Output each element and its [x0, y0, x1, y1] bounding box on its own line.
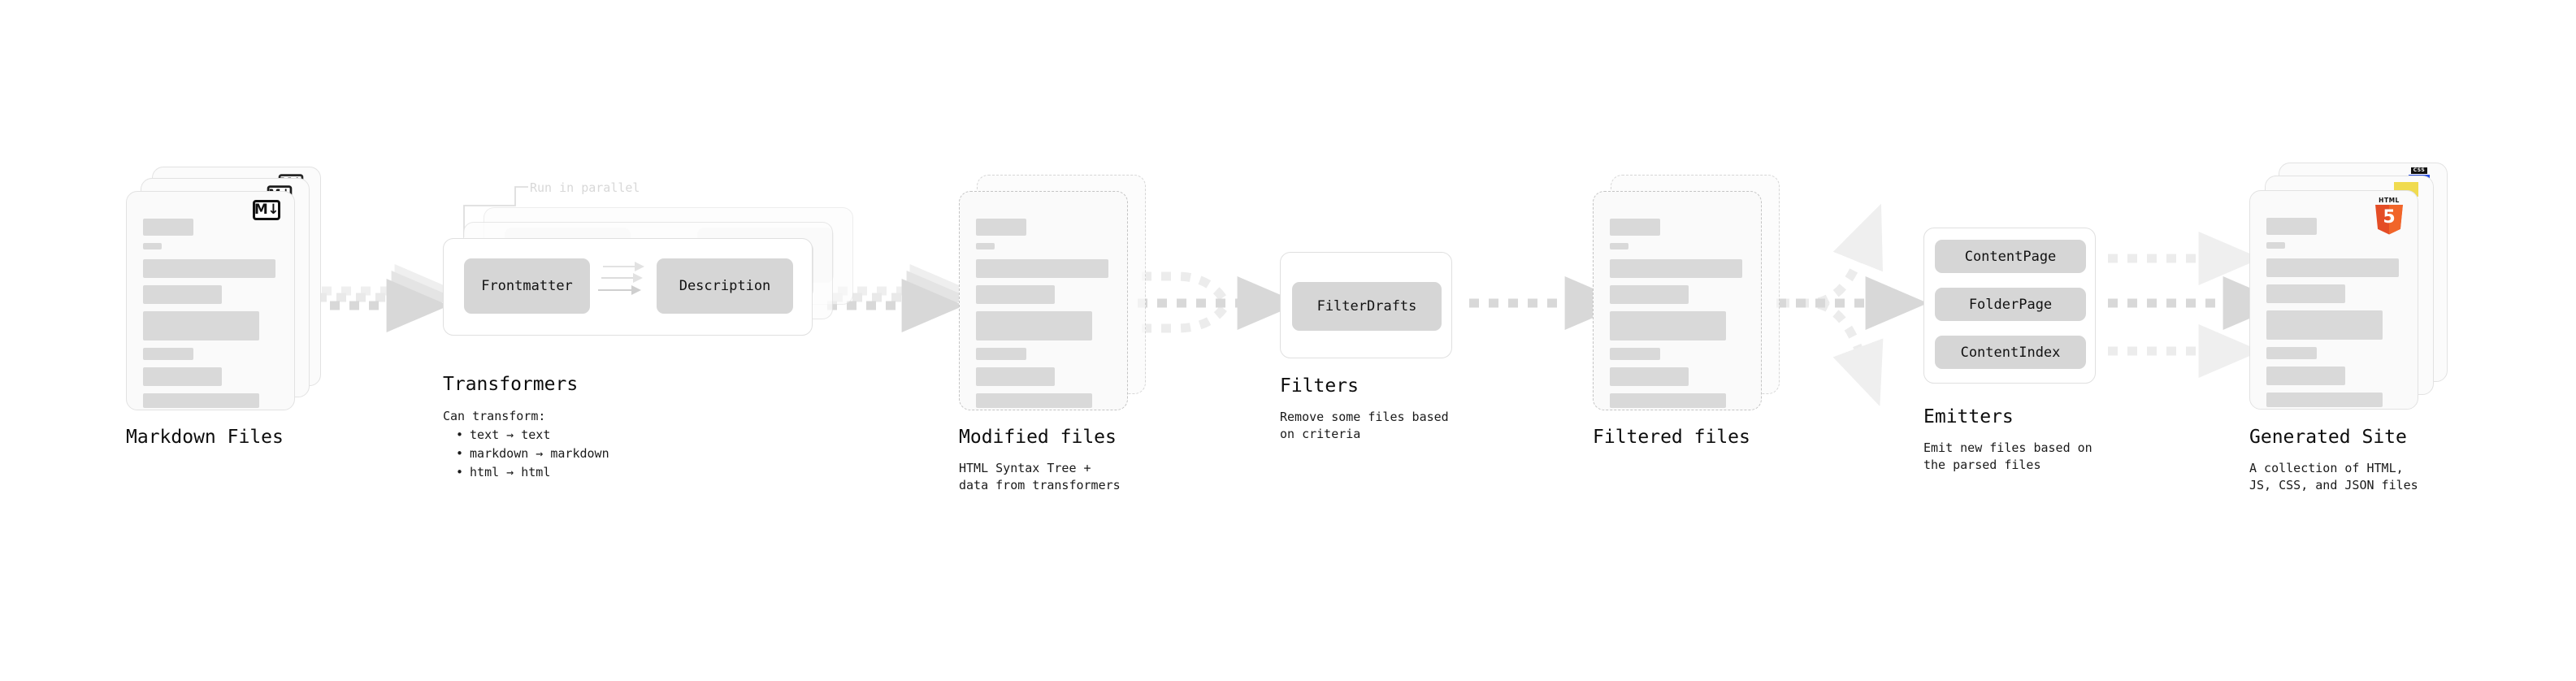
skeleton-block — [143, 259, 275, 278]
filters-description: Remove some files based on criteria — [1280, 409, 1449, 442]
skeleton-subtitle — [143, 243, 162, 249]
skeleton-block — [1610, 311, 1726, 340]
skeleton-block — [143, 285, 222, 304]
emitter-pill-contentindex[interactable]: ContentIndex — [1935, 336, 2086, 369]
skeleton-subtitle — [1610, 243, 1628, 249]
skeleton-block — [143, 311, 259, 340]
modified-sheet-front — [959, 191, 1128, 410]
generated-site-description: A collection of HTML, JS, CSS, and JSON … — [2249, 460, 2418, 493]
transformers-bullet-html: html → html — [456, 463, 609, 482]
skeleton-block — [1610, 393, 1726, 408]
arrow-modified-to-filters — [1138, 271, 1300, 333]
caption-transformers: Transformers Can transform: text → text … — [443, 374, 609, 483]
caption-generated-site: Generated Site A collection of HTML, JS,… — [2249, 427, 2418, 495]
html5-badge: HTML 5 — [2374, 197, 2405, 235]
transformers-sub-lead: Can transform: — [443, 408, 546, 423]
skeleton-block — [2266, 284, 2345, 303]
arrow-markdown-to-transformers — [310, 264, 458, 332]
modified-files-description: HTML Syntax Tree + data from transformer… — [959, 460, 1121, 493]
arrow-filtered-to-emitters — [1776, 203, 1928, 407]
skeleton-block — [1610, 348, 1660, 360]
transformer-inner-arrows — [598, 262, 644, 295]
skeleton-block — [143, 348, 193, 360]
emitters-title: Emitters — [1923, 406, 2014, 427]
emitters-panel: ContentPage FolderPage ContentIndex — [1923, 228, 2096, 384]
html5-badge-shield: 5 — [2375, 204, 2403, 235]
skeleton-title — [2266, 218, 2317, 235]
site-sheet-front: HTML 5 — [2249, 190, 2418, 410]
filters-panel: FilterDrafts — [1280, 252, 1452, 358]
transformers-title: Transformers — [443, 374, 579, 395]
skeleton-block — [976, 348, 1026, 360]
emitters-description: Emit new files based on the parsed files — [1923, 440, 2092, 473]
css-badge-label: CSS — [2410, 167, 2428, 174]
skeleton-block — [1610, 259, 1742, 278]
skeleton-block — [2266, 347, 2317, 359]
caption-filtered-files: Filtered files — [1593, 427, 1750, 449]
skeleton-block — [2266, 310, 2383, 340]
skeleton-subtitle — [976, 243, 995, 249]
skeleton-title — [1610, 219, 1660, 236]
markdown-sheet-front: M↓ — [126, 191, 295, 410]
transformer-panel-front: Frontmatter Description — [443, 238, 813, 336]
skeleton-block — [2266, 258, 2399, 277]
doc-skeleton — [2266, 218, 2405, 414]
caption-emitters: Emitters Emit new files based on the par… — [1923, 406, 2092, 475]
filtered-files-title: Filtered files — [1593, 427, 1750, 448]
md-badge-front: M↓ — [253, 200, 280, 220]
skeleton-block — [1610, 367, 1689, 386]
skeleton-block — [2266, 367, 2345, 385]
skeleton-block — [143, 367, 222, 386]
filter-pill-filterdrafts[interactable]: FilterDrafts — [1292, 282, 1442, 331]
transformer-pill-frontmatter[interactable]: Frontmatter — [464, 258, 590, 314]
emitter-pill-contentpage[interactable]: ContentPage — [1935, 240, 2086, 273]
transformers-bullet-list: text → text markdown → markdown html → h… — [443, 426, 609, 483]
skeleton-block — [976, 259, 1108, 278]
modified-files-title: Modified files — [959, 427, 1117, 448]
transformers-bullet-markdown: markdown → markdown — [456, 445, 609, 463]
skeleton-block — [976, 367, 1055, 386]
markdown-files-title: Markdown Files — [126, 427, 284, 448]
skeleton-block — [1610, 285, 1689, 304]
skeleton-block — [2266, 393, 2383, 407]
skeleton-title — [976, 219, 1026, 236]
filters-title: Filters — [1280, 375, 1359, 397]
transformer-pill-description[interactable]: Description — [657, 258, 793, 314]
html5-badge-word: HTML — [2379, 197, 2400, 204]
arrow-emitters-to-site — [2108, 232, 2286, 378]
transformers-description: Can transform: text → text markdown → ma… — [443, 407, 609, 483]
skeleton-block — [976, 311, 1092, 340]
doc-skeleton — [976, 219, 1114, 415]
run-in-parallel-label: Run in parallel — [530, 180, 640, 195]
skeleton-subtitle — [2266, 242, 2285, 249]
html5-badge-number: 5 — [2383, 206, 2396, 228]
caption-modified-files: Modified files HTML Syntax Tree + data f… — [959, 427, 1121, 495]
skeleton-block — [143, 393, 259, 408]
caption-markdown-files: Markdown Files — [126, 427, 284, 449]
skeleton-block — [976, 393, 1092, 408]
skeleton-block — [976, 285, 1055, 304]
filtered-sheet-front — [1593, 191, 1762, 410]
emitter-pill-folderpage[interactable]: FolderPage — [1935, 288, 2086, 321]
generated-site-title: Generated Site — [2249, 427, 2407, 448]
caption-filters: Filters Remove some files based on crite… — [1280, 375, 1449, 444]
doc-skeleton — [1610, 219, 1748, 415]
skeleton-title — [143, 219, 193, 236]
doc-skeleton — [143, 219, 281, 415]
transformers-bullet-text: text → text — [456, 426, 609, 445]
